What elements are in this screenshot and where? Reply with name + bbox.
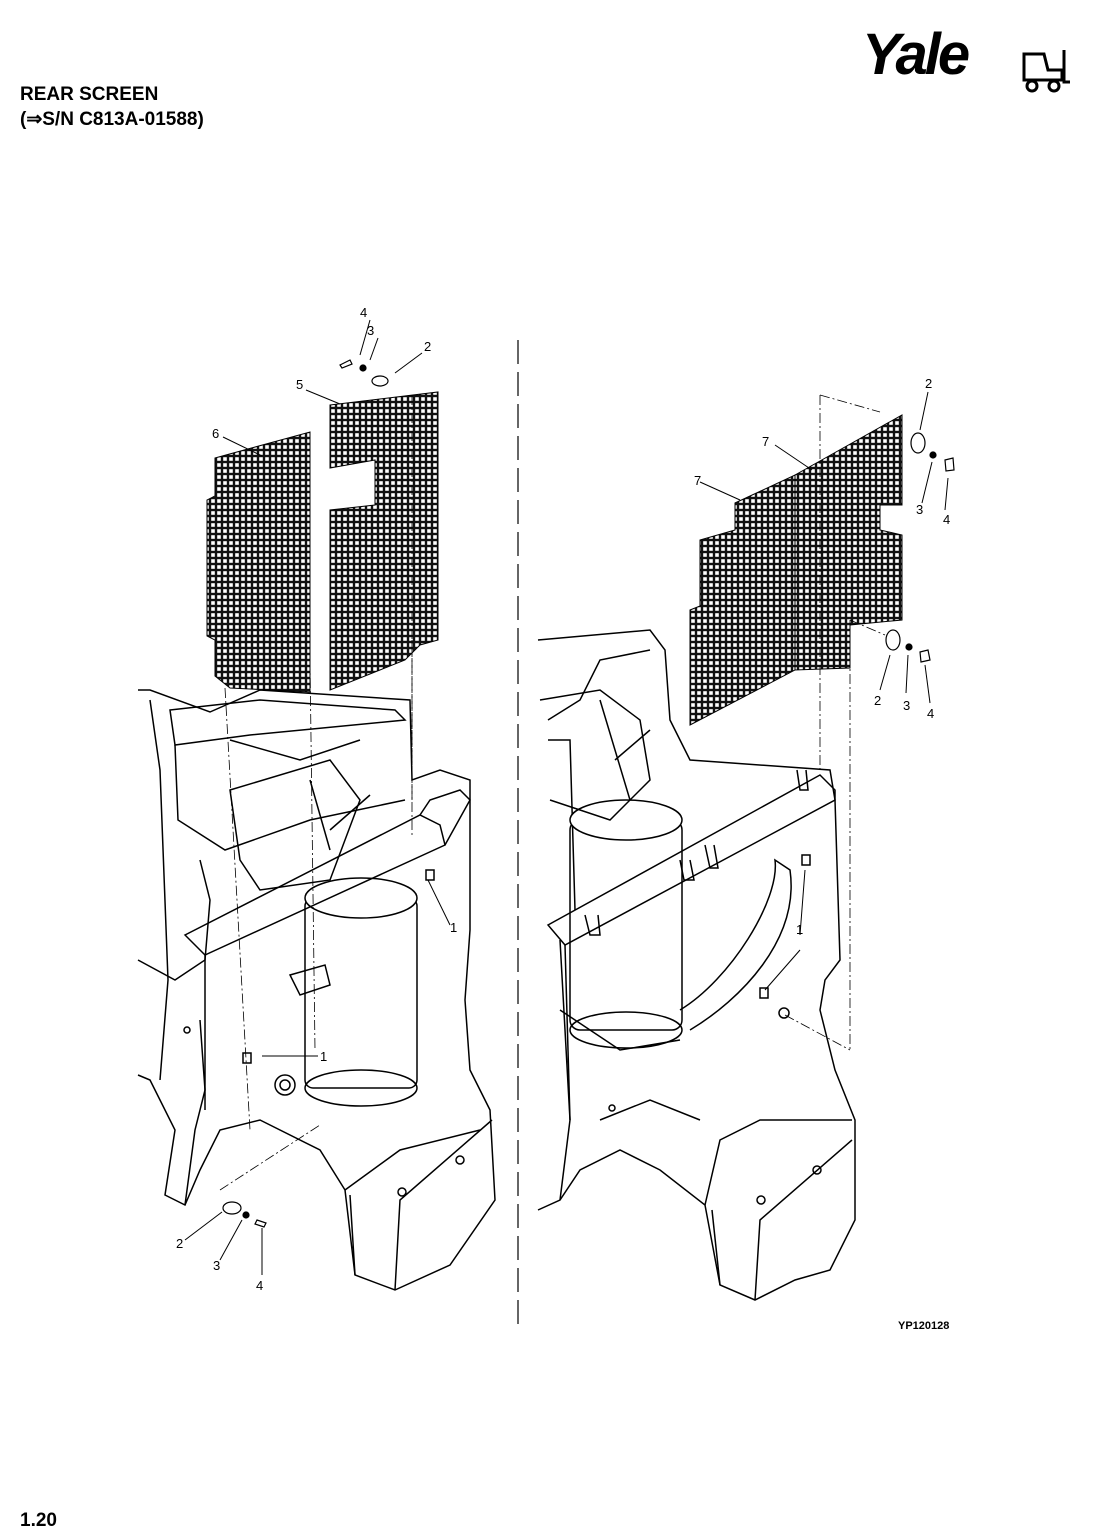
callout-right-3-top: 3 (916, 502, 923, 517)
callout-right-7-upper: 7 (762, 434, 769, 449)
page-title: REAR SCREEN (⇒S/N C813A-01588) (20, 82, 204, 132)
crossbar-right (546, 774, 836, 946)
callout-left-4-top: 4 (360, 305, 367, 320)
figure-code: YP120128 (898, 1320, 950, 1332)
callout-right-4-middle: 4 (927, 706, 934, 721)
callout-right-4-top: 4 (943, 512, 950, 527)
callout-left-3-bottom: 3 (213, 1258, 220, 1273)
callout-left-6: 6 (212, 426, 219, 441)
rear-screen-panel-6 (206, 431, 311, 693)
callout-right-2-middle: 2 (874, 693, 881, 708)
callout-left-1-lower: 1 (320, 1049, 327, 1064)
logo-text: Yale (862, 22, 970, 87)
callout-right-7-lower: 7 (694, 473, 701, 488)
crossbar (183, 814, 446, 956)
right-view (537, 629, 856, 1301)
left-top-hardware (339, 359, 389, 387)
title-line-2: (⇒S/N C813A-01588) (20, 109, 204, 130)
callout-right-1: 1 (796, 922, 803, 937)
brand-logo: Yale (862, 20, 1072, 100)
rear-screen-panel-7-lower (689, 474, 796, 726)
callout-right-3-middle: 3 (903, 698, 910, 713)
left-bottom-hardware (222, 1201, 267, 1228)
left-view (137, 689, 496, 1291)
rear-screen-panel-5 (329, 391, 439, 691)
callout-left-2-bottom: 2 (176, 1236, 183, 1251)
callout-left-1-upper: 1 (450, 920, 457, 935)
title-line-1: REAR SCREEN (20, 84, 159, 105)
forklift-icon (1022, 50, 1070, 93)
callout-left-2-top: 2 (424, 339, 431, 354)
right-top-hardware (910, 432, 955, 472)
callout-left-5: 5 (296, 377, 303, 392)
callout-left-4-bottom: 4 (256, 1278, 263, 1293)
page-number: 1.20 (20, 1510, 57, 1531)
rear-screen-panel-7-upper (794, 414, 903, 671)
right-middle-hardware (885, 629, 931, 663)
callout-left-3-top: 3 (367, 323, 374, 338)
callout-right-2-top: 2 (925, 376, 932, 391)
